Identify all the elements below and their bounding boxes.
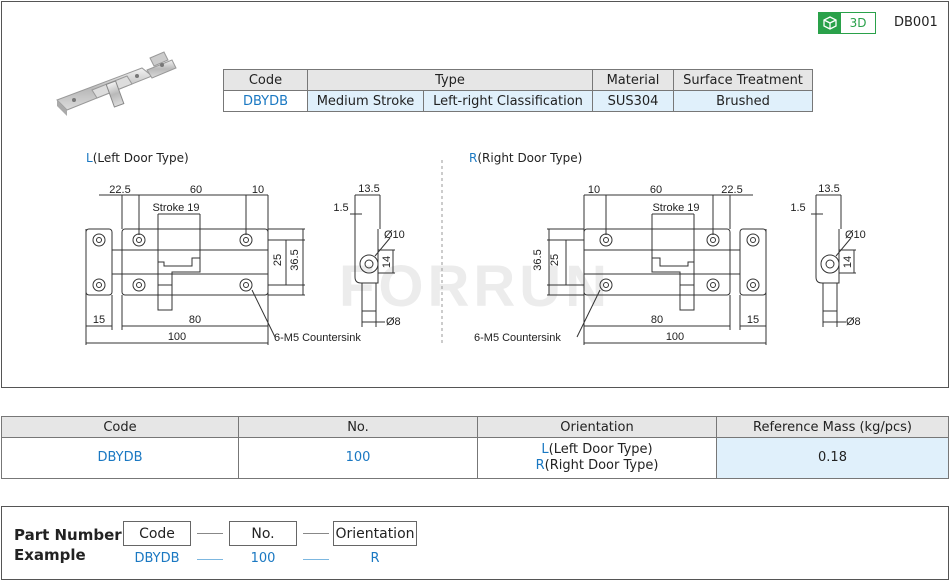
- right-front-view: [547, 194, 767, 345]
- 3d-model-button[interactable]: 3D: [818, 12, 876, 34]
- right-side-view: [811, 194, 856, 327]
- svg-text:10: 10: [252, 184, 264, 196]
- left-side-dim-labels: 13.5 1.5 Ø10 14 Ø8: [333, 183, 404, 328]
- svg-text:60: 60: [190, 184, 202, 196]
- svg-text:25: 25: [549, 254, 561, 266]
- svg-text:1.5: 1.5: [790, 202, 805, 214]
- svg-text:Stroke 19: Stroke 19: [652, 202, 699, 214]
- svg-text:Ø10: Ø10: [845, 229, 866, 241]
- header-no: No.: [238, 416, 478, 438]
- badge-label: 3D: [849, 16, 867, 30]
- left-front-dim-labels: 22.5 60 10 Stroke 19 15 80 100 25 36.5 6…: [93, 184, 361, 344]
- pn-box-no: No.: [229, 521, 297, 546]
- left-door-caption: L(Left Door Type): [86, 151, 189, 165]
- svg-text:80: 80: [189, 314, 201, 326]
- svg-text:Ø8: Ø8: [846, 316, 861, 328]
- pn-value-code: DBYDB: [134, 551, 180, 566]
- svg-text:36.5: 36.5: [532, 249, 544, 270]
- svg-text:80: 80: [651, 314, 663, 326]
- svg-text:10: 10: [588, 184, 600, 196]
- cell-no[interactable]: 100: [238, 437, 478, 479]
- svg-text:13.5: 13.5: [818, 183, 839, 195]
- pn-box-code: Code: [123, 521, 191, 546]
- svg-text:6-M5 Countersink: 6-M5 Countersink: [474, 332, 561, 344]
- header-mass: Reference Mass (kg/pcs): [716, 416, 949, 438]
- svg-text:Ø10: Ø10: [384, 229, 405, 241]
- svg-text:14: 14: [842, 256, 854, 268]
- product-image: [56, 51, 177, 116]
- series-code: DB001: [894, 15, 938, 30]
- left-front-view: [85, 194, 305, 345]
- pn-value-no: 100: [250, 551, 276, 566]
- pn-value-orientation: R: [370, 551, 380, 566]
- cell-orientation[interactable]: L(Left Door Type) R(Right Door Type): [477, 437, 717, 479]
- pn-dash: [303, 559, 329, 560]
- svg-text:Stroke 19: Stroke 19: [152, 202, 199, 214]
- left-side-view: [350, 194, 395, 327]
- svg-text:13.5: 13.5: [358, 183, 379, 195]
- cell-surface: Brushed: [673, 90, 813, 112]
- cell-code[interactable]: DBYDB: [1, 437, 239, 479]
- technical-drawing: FORRUN 22.5 60 10 Stroke 19 15: [85, 160, 866, 345]
- svg-text:22.5: 22.5: [109, 184, 130, 196]
- header-code: Code: [223, 69, 308, 91]
- pn-dash: [303, 533, 329, 534]
- svg-text:14: 14: [381, 256, 393, 268]
- pn-dash: [197, 559, 223, 560]
- part-number-title: Part Number Example: [14, 526, 122, 564]
- svg-text:100: 100: [168, 331, 186, 343]
- cell-mass: 0.18: [716, 437, 949, 479]
- cell-stroke: Medium Stroke: [307, 90, 424, 112]
- svg-text:60: 60: [650, 184, 662, 196]
- svg-text:15: 15: [747, 314, 759, 326]
- header-code: Code: [1, 416, 239, 438]
- svg-text:15: 15: [93, 314, 105, 326]
- svg-text:25: 25: [272, 254, 284, 266]
- watermark: FORRUN: [339, 254, 611, 319]
- pn-box-orientation: Orientation: [333, 521, 417, 546]
- svg-text:6-M5 Countersink: 6-M5 Countersink: [274, 332, 361, 344]
- right-door-caption: R(Right Door Type): [469, 151, 583, 165]
- cell-code[interactable]: DBYDB: [223, 90, 308, 112]
- right-front-dim-labels: 22.5 60 10 Stroke 19 15 80 100 25 36.5 6…: [474, 184, 759, 344]
- svg-text:Ø8: Ø8: [386, 316, 401, 328]
- header-orientation: Orientation: [477, 416, 717, 438]
- svg-text:100: 100: [666, 331, 684, 343]
- type-table: Code Type Material Surface Treatment DBY…: [223, 69, 813, 112]
- cell-classification: Left-right Classification: [423, 90, 593, 112]
- header-surface: Surface Treatment: [673, 69, 813, 91]
- cell-material: SUS304: [592, 90, 674, 112]
- right-side-dim-labels: 13.5 1.5 Ø10 14 Ø8: [790, 183, 865, 328]
- pn-dash: [197, 533, 223, 534]
- attribute-table: Code No. Orientation Reference Mass (kg/…: [1, 416, 949, 479]
- svg-text:36.5: 36.5: [289, 249, 301, 270]
- cube-icon: [819, 13, 841, 33]
- svg-text:1.5: 1.5: [333, 202, 348, 214]
- svg-text:22.5: 22.5: [721, 184, 742, 196]
